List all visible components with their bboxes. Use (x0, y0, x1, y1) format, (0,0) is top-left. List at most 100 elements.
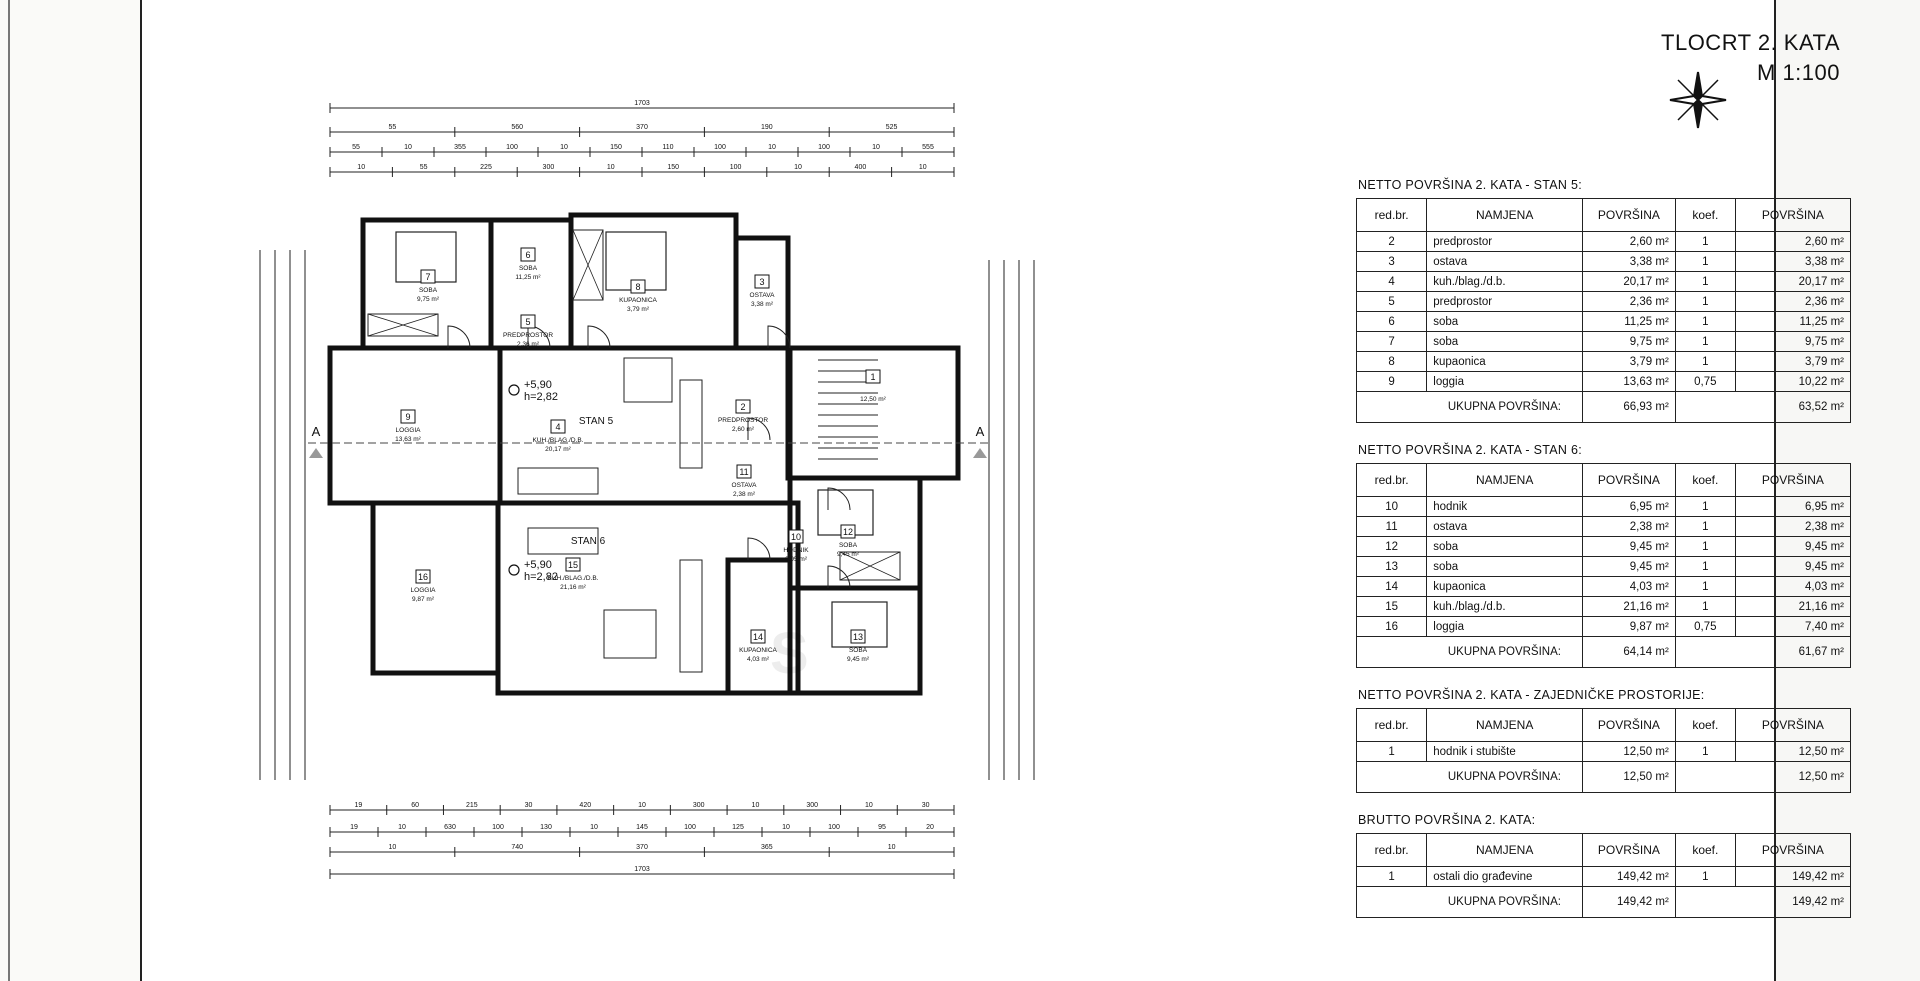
dining-table (603, 609, 657, 659)
table-cell: 1 (1674, 536, 1736, 557)
table-cell: 1 (1674, 596, 1736, 617)
dimension-label: 400 (855, 164, 867, 171)
column-header: NAMJENA (1426, 708, 1584, 742)
room-area: 4,03 m² (747, 656, 770, 663)
table-cell: 1 (1674, 576, 1736, 597)
table-cell: predprostor (1426, 231, 1584, 252)
dimension-label: 110 (662, 144, 673, 151)
room-number: 2 (740, 402, 745, 412)
table-cell: 1 (1674, 351, 1736, 372)
table-cell: 1 (1674, 741, 1736, 762)
loggia-wall (327, 345, 503, 506)
room-number: 8 (635, 282, 640, 292)
room-number-box (400, 409, 416, 424)
table-cell: 13 (1355, 556, 1428, 577)
column-header: POVRŠINA (1734, 463, 1852, 497)
room-number-box (750, 629, 766, 644)
room-number-box (630, 279, 646, 294)
bed-furniture (831, 601, 888, 648)
table-cell: 2,36 m² (1734, 291, 1852, 312)
table-cell: 12 (1355, 536, 1428, 557)
table-cell: 0,75 (1674, 371, 1736, 392)
table-cell: 149,42 m² (1734, 866, 1852, 887)
room-wall (360, 217, 494, 351)
table-cell: 12,50 m² (1734, 741, 1852, 762)
table-heading: NETTO POVRŠINA 2. KATA - STAN 5: (1358, 178, 1583, 192)
table-cell: 1 (1674, 311, 1736, 332)
column-header: POVRŠINA (1734, 198, 1852, 232)
table-cell: 1 (1674, 251, 1736, 272)
table-cell: 1 (1355, 741, 1428, 762)
dimension-label: 525 (886, 124, 898, 131)
table-heading: NETTO POVRŠINA 2. KATA - STAN 6: (1358, 443, 1583, 457)
wardrobe (572, 229, 604, 301)
room-name: OSTAVA (732, 482, 758, 489)
table-cell: 4,03 m² (1582, 576, 1676, 597)
level-mark-icon (508, 564, 520, 576)
column-header: POVRŠINA (1582, 198, 1676, 232)
room-wall (795, 585, 923, 696)
dimension-label: 100 (714, 144, 726, 151)
table-cell: 1 (1674, 231, 1736, 252)
dimension-label: 215 (466, 802, 478, 809)
apartment-label: STAN 6 (571, 536, 606, 547)
table-cell: 3,79 m² (1734, 351, 1852, 372)
room-name: KUPAONICA (619, 297, 657, 304)
dimension-label: 365 (761, 844, 773, 851)
room-number-box (520, 314, 536, 329)
dimension-label: 10 (768, 144, 776, 151)
door-swing (827, 565, 851, 589)
dimension-label: 10 (865, 802, 873, 809)
dimension-label: 10 (794, 164, 802, 171)
room-number: 6 (525, 250, 530, 260)
room-name: LOGGIA (396, 427, 422, 434)
dimension-label: 30 (525, 802, 533, 809)
dimension-label: 100 (828, 824, 840, 831)
table-cell: 1 (1674, 291, 1736, 312)
table-cell: 9 (1355, 371, 1428, 392)
empty-cell (1674, 886, 1736, 918)
room-area: 9,45 m² (847, 656, 870, 663)
column-header: koef. (1674, 198, 1736, 232)
table-cell: 6,95 m² (1582, 496, 1676, 517)
table-cell: hodnik (1426, 496, 1584, 517)
drawing-title: TLOCRT 2. KATA (1661, 30, 1840, 55)
dimension-label: 145 (636, 824, 648, 831)
room-wall (725, 557, 793, 696)
room-number: 9 (405, 412, 410, 422)
room-area: 11,25 m² (515, 274, 541, 281)
table-cell: 9,45 m² (1582, 556, 1676, 577)
table-cell: ostali dio građevine (1426, 866, 1584, 887)
dimension-label: 225 (480, 164, 492, 171)
dimension-label: 55 (352, 144, 360, 151)
door-swing (447, 325, 471, 349)
sum-cell: UKUPNA POVRŠINA: (1426, 886, 1584, 918)
room-area: 2,60 m² (732, 426, 755, 433)
kitchen-counter (679, 559, 703, 673)
column-header: POVRŠINA (1734, 833, 1852, 867)
door-swing (587, 325, 611, 349)
north-arrow-icon (1669, 71, 1727, 129)
empty-cell (1674, 761, 1736, 793)
dimension-label: 100 (818, 144, 830, 151)
table-cell: 2,38 m² (1582, 516, 1676, 537)
dimension-label: 10 (357, 164, 365, 171)
table-cell: 11,25 m² (1734, 311, 1852, 332)
room-wall (488, 217, 574, 351)
dimension-label: 150 (610, 144, 622, 151)
table-cell: soba (1426, 556, 1584, 577)
room-number-box (788, 529, 804, 544)
room-number: 13 (853, 632, 863, 642)
room-number: 5 (525, 317, 530, 327)
table-cell: 10,22 m² (1734, 371, 1852, 392)
room-name: PREDPROSTOR (503, 332, 553, 339)
table-cell: 7 (1355, 331, 1428, 352)
sofa (527, 527, 599, 555)
table-cell: 2,60 m² (1734, 231, 1852, 252)
